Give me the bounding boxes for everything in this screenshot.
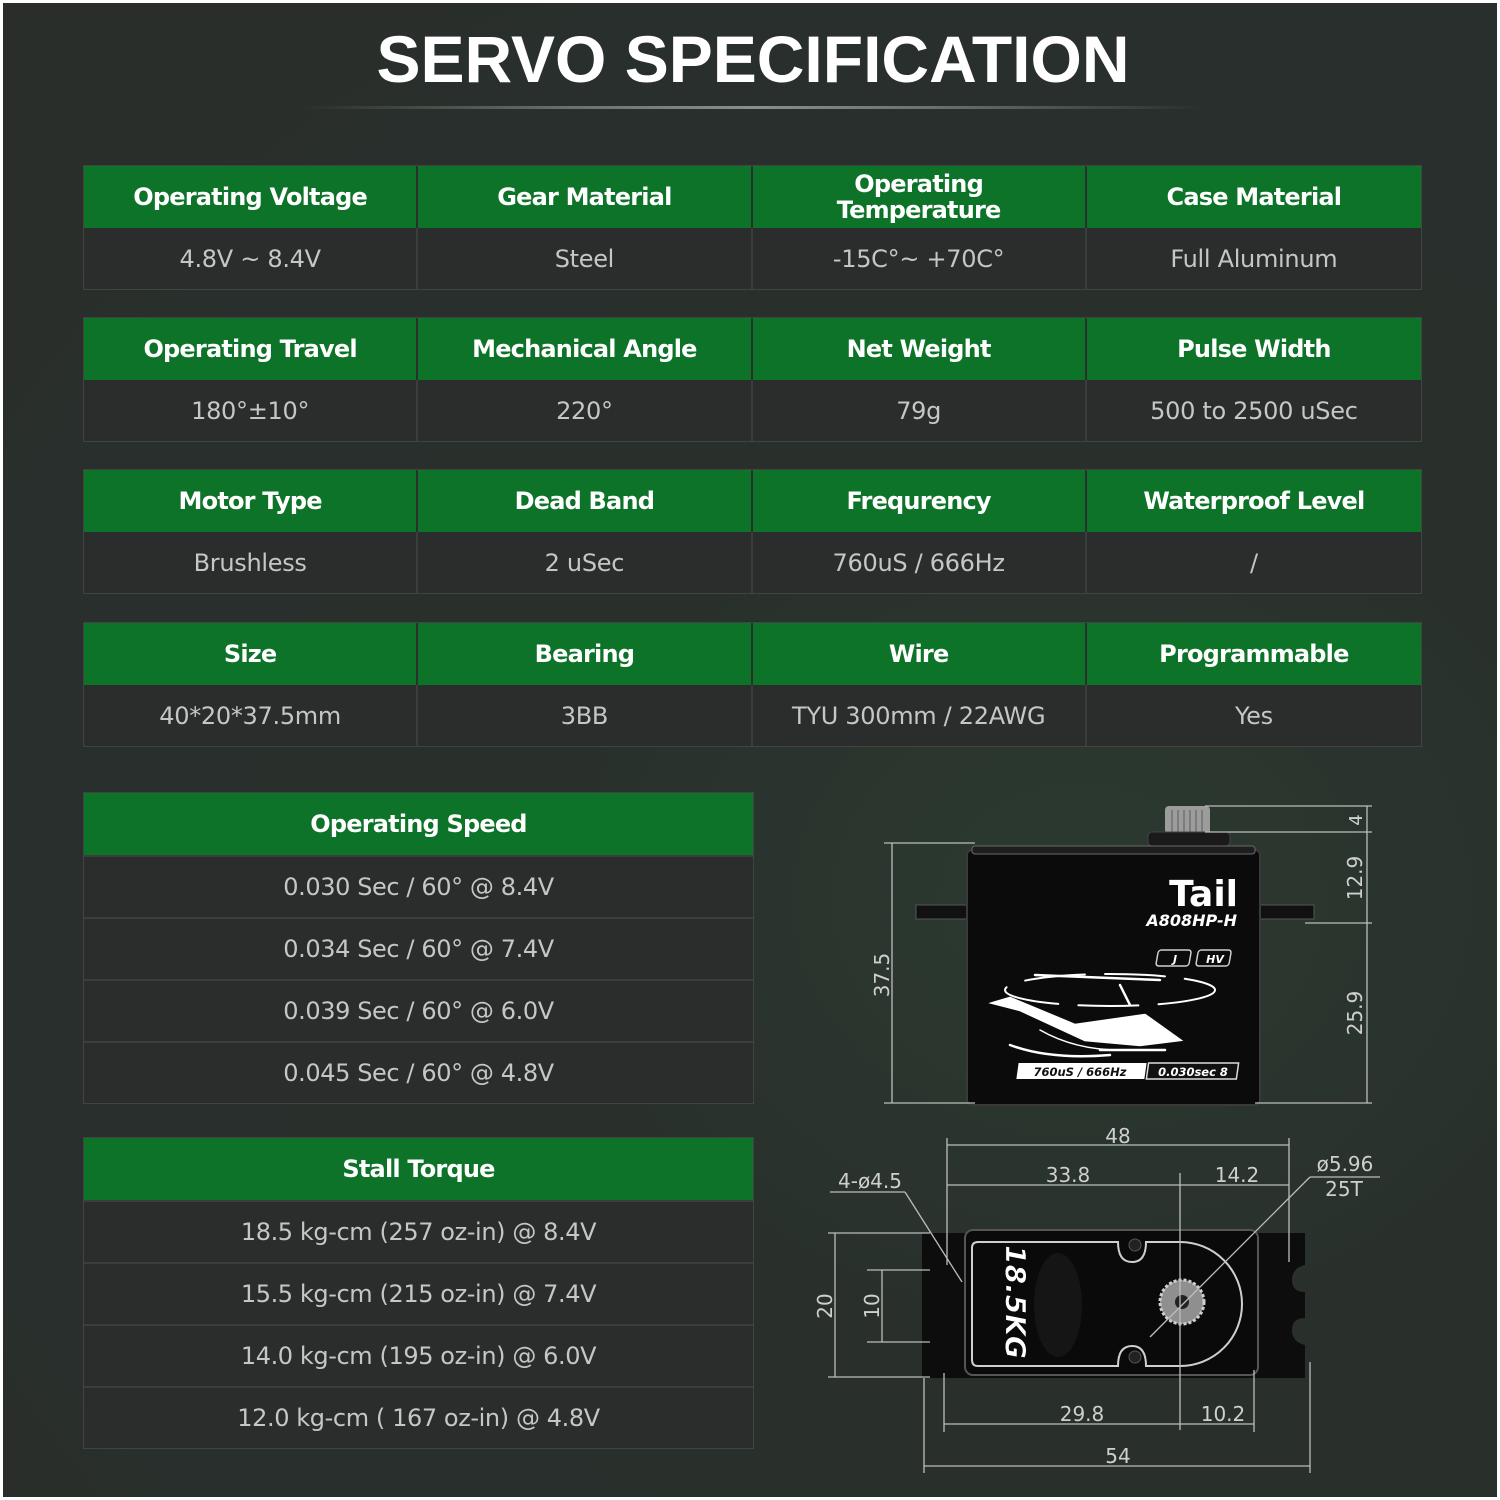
dim-body-right: 10.2 (1201, 1402, 1246, 1426)
hv-badge-text: HV (1206, 953, 1225, 966)
value-size: 40*20*37.5mm (84, 685, 419, 746)
header-pulse-width: Pulse Width (1086, 318, 1421, 380)
side-dimension-lines (884, 805, 1372, 1104)
header-mechanical-angle: Mechanical Angle (418, 318, 753, 380)
header-bearing: Bearing (418, 623, 753, 685)
speed-label: 0.030sec 8 (1158, 1065, 1228, 1079)
frequency-label-bg (1016, 1063, 1147, 1079)
value-case-material: Full Aluminum (1086, 228, 1421, 289)
value-bearing: 3BB (418, 685, 753, 746)
header-operating-voltage: Operating Voltage (84, 166, 419, 228)
value-operating-travel: 180°±10° (84, 380, 419, 441)
mounting-tab-left (915, 904, 971, 920)
speed-row: 0.034 Sec / 60° @ 7.4V (84, 917, 753, 979)
header-size: Size (84, 623, 419, 685)
servo-top-view: 18.5KG (813, 1124, 1380, 1473)
dim-hole-pitch: 10 (860, 1293, 884, 1318)
value-waterproof-level: / (1086, 532, 1421, 593)
value-net-weight: 79g (752, 380, 1087, 441)
helicopter-icon (988, 973, 1216, 1058)
value-dead-band: 2 uSec (418, 532, 753, 593)
speed-row: 0.045 Sec / 60° @ 4.8V (84, 1041, 753, 1103)
value-frequency: 760uS / 666Hz (752, 532, 1087, 593)
dim-right-span: 14.2 (1215, 1163, 1260, 1187)
header-waterproof-level: Waterproof Level (1086, 470, 1421, 532)
stall-torque-header: Stall Torque (84, 1138, 753, 1200)
dim-overall-length: 54 (1105, 1444, 1130, 1468)
speed-row: 0.039 Sec / 60° @ 6.0V (84, 979, 753, 1041)
servo-top-outline (971, 1241, 1243, 1367)
value-wire: TYU 300mm / 22AWG (752, 685, 1087, 746)
speed-label-bg (1145, 1062, 1240, 1080)
spec-table-4: Size Bearing Wire Programmable 40*20*37.… (83, 622, 1422, 747)
servo-side-view: Tail A808HP-H J HV 760uS / 666Hz 0.030se… (870, 805, 1372, 1106)
value-mechanical-angle: 220° (418, 380, 753, 441)
dim-spline-height: 4 (1346, 814, 1367, 825)
servo-diagrams: Tail A808HP-H J HV 760uS / 666Hz 0.030se… (813, 805, 1380, 1473)
torque-row: 12.0 kg-cm ( 167 oz-in) @ 4.8V (84, 1386, 753, 1448)
spec-sheet: SERVO SPECIFICATION Operating Voltage Ge… (3, 3, 1497, 1497)
torque-row: 14.0 kg-cm (195 oz-in) @ 6.0V (84, 1324, 753, 1386)
spec-table-3: Motor Type Dead Band Frequrency Waterpro… (83, 469, 1422, 594)
header-operating-travel: Operating Travel (84, 318, 419, 380)
speed-row: 0.030 Sec / 60° @ 8.4V (84, 855, 753, 917)
value-operating-temperature: -15C°~ +70C° (752, 228, 1087, 289)
header-programmable: Programmable (1086, 623, 1421, 685)
stall-torque-table: Stall Torque 18.5 kg-cm (257 oz-in) @ 8.… (83, 1137, 754, 1449)
header-operating-temperature: Operating Temperature (752, 166, 1087, 228)
dim-mount-holes: 4-ø4.5 (838, 1169, 902, 1193)
dim-spline-diameter: ø5.96 (1317, 1152, 1374, 1176)
torque-row: 15.5 kg-cm (215 oz-in) @ 7.4V (84, 1262, 753, 1324)
spline-icon (1165, 806, 1210, 834)
value-pulse-width: 500 to 2500 uSec (1086, 380, 1421, 441)
dim-lower-height: 25.9 (1343, 991, 1367, 1036)
dim-width: 20 (813, 1293, 837, 1318)
servo-model-text: A808HP-H (1144, 911, 1237, 930)
top-dimension-lines (828, 1138, 1380, 1473)
header-dead-band: Dead Band (418, 470, 753, 532)
frequency-label: 760uS / 666Hz (1033, 1065, 1126, 1079)
header-gear-material: Gear Material (418, 166, 753, 228)
dim-upper-height: 12.9 (1343, 856, 1367, 901)
value-programmable: Yes (1086, 685, 1421, 746)
header-case-material: Case Material (1086, 166, 1421, 228)
spec-table-1: Operating Voltage Gear Material Operatin… (83, 165, 1422, 290)
servo-top-body (964, 1229, 1259, 1376)
header-net-weight: Net Weight (752, 318, 1087, 380)
jx-badge-text: J (1171, 953, 1177, 966)
operating-speed-header: Operating Speed (84, 793, 753, 855)
operating-speed-table: Operating Speed 0.030 Sec / 60° @ 8.4V 0… (83, 792, 754, 1104)
hv-badge-icon (1195, 949, 1232, 967)
dim-spline-teeth: 25T (1325, 1177, 1363, 1201)
value-motor-type: Brushless (84, 532, 419, 593)
value-gear-material: Steel (418, 228, 753, 289)
dim-body-left: 29.8 (1060, 1402, 1105, 1426)
dim-total-height: 37.5 (870, 953, 894, 998)
jx-badge-icon (1155, 949, 1192, 967)
spec-table-2: Operating Travel Mechanical Angle Net We… (83, 317, 1422, 442)
dim-hole-span: 48 (1105, 1124, 1130, 1148)
dim-left-span: 33.8 (1046, 1163, 1091, 1187)
title-divider (303, 106, 1203, 109)
header-motor-type: Motor Type (84, 470, 419, 532)
torque-label: 18.5KG (999, 1245, 1032, 1359)
torque-row: 18.5 kg-cm (257 oz-in) @ 8.4V (84, 1200, 753, 1262)
value-operating-voltage: 4.8V ~ 8.4V (84, 228, 419, 289)
servo-brand-text: Tail (1169, 874, 1238, 915)
header-frequency: Frequrency (752, 470, 1087, 532)
page-title: SERVO SPECIFICATION (376, 22, 1130, 96)
mounting-tab-right (1259, 904, 1315, 920)
header-wire: Wire (752, 623, 1087, 685)
